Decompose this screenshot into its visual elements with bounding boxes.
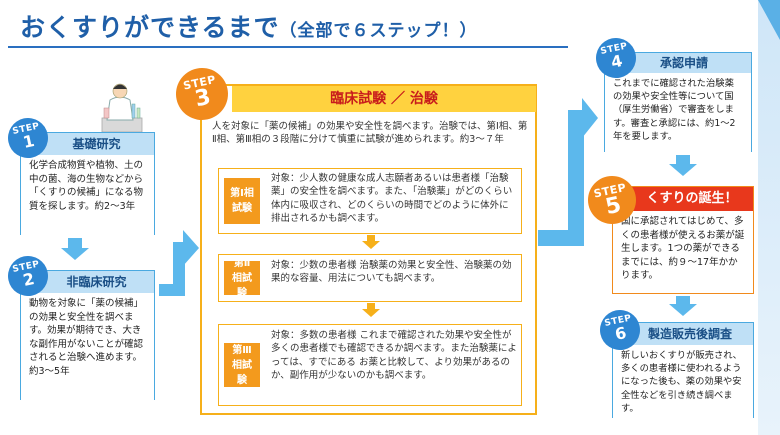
step2-title: 非臨床研究	[21, 271, 154, 293]
step1-text: 化学合成物質や植物、土の中の菌、海の生物などから「くすりの候補」になる物質を探し…	[21, 155, 154, 242]
step4-card: 承認申請 これまでに確認された治験薬の効果や安全性等について国（厚生労働省）で審…	[604, 52, 752, 159]
scientist-illustration-icon	[96, 78, 146, 134]
arrow-step3-to-step4	[538, 80, 600, 248]
phase1-card: 第Ⅰ相試験 対象：少人数の健康な成人志願者あるいは患者様「治験薬」の安全性を調べ…	[218, 168, 522, 234]
arrow-step4-to-step5	[668, 155, 698, 177]
phase2-text: 対象：少数の患者様 治験薬の効果と安全性、治験薬の効果的な容量、用法についても調…	[271, 260, 512, 285]
step1-title: 基礎研究	[21, 133, 154, 155]
title-underline	[8, 46, 568, 48]
step4-text: これまでに確認された治験薬の効果や安全性等について国（厚生労働省）で審査をします…	[605, 73, 751, 159]
phase1-label: 第Ⅰ相試験	[224, 178, 260, 224]
phase2-card: 第Ⅱ相試験 対象：少数の患者様 治験薬の効果と安全性、治験薬の効果的な容量、用法…	[218, 254, 522, 302]
phase2-down-arrow	[362, 303, 380, 319]
step6-title: 製造販売後調査	[613, 323, 753, 345]
step6-text: 新しいおくすりが販売され、多くの患者様に使われるようになった後も、薬の効果や安全…	[613, 345, 753, 425]
phase3-card: 第Ⅲ相試験 対象：多数の患者様 これまで確認された効果や安全性が多くの患者様でも…	[218, 324, 522, 406]
page-title-sub: （全部で６ステップ！）	[279, 21, 478, 41]
phase1-down-arrow	[362, 235, 380, 251]
step4-title: 承認申請	[605, 53, 751, 73]
arrow-step1-to-step2	[60, 238, 90, 260]
phase3-text: 対象：多数の患者様 これまで確認された効果や安全性が多くの患者様でも確認できるか…	[271, 330, 517, 382]
arrow-step5-to-step6	[668, 296, 698, 318]
page-title: おくすりができるまで（全部で６ステップ！）	[20, 8, 478, 44]
step2-card: 非臨床研究 動物を対象に「薬の候補」の効果と安全性を調べます。効果が期待でき、大…	[20, 270, 155, 407]
phase2-label: 第Ⅱ相試験	[224, 258, 260, 299]
step5-title: くすりの誕生！	[613, 187, 753, 211]
step3-intro: 人を対象に「薬の候補」の効果や安全性を調べます。治験では、第Ⅰ相、第Ⅱ相、第Ⅲ相…	[212, 121, 528, 145]
step3-title: 臨床試験 ／ 治験	[232, 86, 536, 112]
corner-decoration	[758, 0, 780, 40]
phase1-text: 対象：少人数の健康な成人志願者あるいは患者様「治験薬」の安全性を調べます。また、…	[271, 173, 513, 225]
phase3-label: 第Ⅲ相試験	[224, 343, 260, 387]
step5-text: 国に承認されてはじめて、多くの患者様が使えるお薬が誕生します。1つの薬ができるま…	[621, 216, 745, 282]
side-decoration	[758, 0, 780, 435]
page-title-main: おくすりができるまで	[20, 13, 280, 42]
step2-text: 動物を対象に「薬の候補」の効果と安全性を調べます。効果が期待でき、大きな副作用が…	[21, 293, 154, 407]
arrow-step2-to-step3	[157, 212, 201, 302]
